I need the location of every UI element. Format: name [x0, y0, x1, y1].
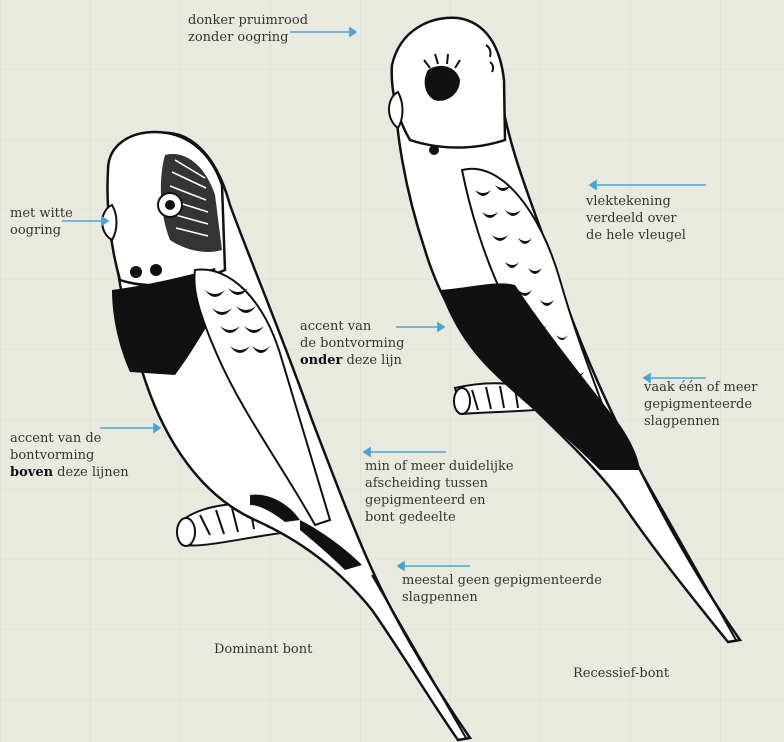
label-line: vlektekening	[586, 193, 686, 210]
label-spots: vlektekening verdeeld over de hele vleug…	[586, 193, 686, 244]
label-line: afscheiding tussen	[365, 475, 514, 492]
label-line: onder deze lijn	[300, 352, 404, 369]
recessive-beak	[389, 92, 403, 128]
label-head-color: donker pruimrood zonder oogring	[188, 12, 308, 46]
label-line: accent van	[300, 318, 404, 335]
caption-dominant-pied: Dominant bont	[214, 642, 312, 657]
label-line: vaak één of meer	[644, 379, 757, 396]
caption-recessive-pied: Recessief-bont	[573, 666, 669, 681]
label-emphasis: onder	[300, 353, 342, 368]
recessive-throat-spot	[429, 145, 439, 155]
label-rest: deze lijnen	[53, 465, 129, 480]
label-line: gepigmenteerde	[644, 396, 757, 413]
label-line: accent van de	[10, 430, 129, 447]
label-line: de bontvorming	[300, 335, 404, 352]
label-line: bontvorming	[10, 447, 129, 464]
label-line: slagpennen	[402, 589, 602, 606]
recessive-perch-end	[454, 388, 470, 414]
label-emphasis: boven	[10, 465, 53, 480]
dominant-throat-spot	[130, 266, 142, 278]
label-accent-above: accent van de bontvorming boven deze lij…	[10, 430, 129, 481]
label-line: de hele vleugel	[586, 227, 686, 244]
label-line: bont gedeelte	[365, 509, 514, 526]
label-separation: min of meer duidelijke afscheiding tusse…	[365, 458, 514, 526]
label-line: slagpennen	[644, 413, 757, 430]
label-eye-ring: met witte oogring	[10, 205, 73, 239]
label-line: meestal geen gepigmenteerde	[402, 572, 602, 589]
label-accent-under: accent van de bontvorming onder deze lij…	[300, 318, 404, 369]
label-line: gepigmenteerd en	[365, 492, 514, 509]
dominant-throat-spot	[150, 264, 162, 276]
label-flight-pigmented: vaak één of meer gepigmenteerde slagpenn…	[644, 379, 757, 430]
label-line: min of meer duidelijke	[365, 458, 514, 475]
label-line: verdeeld over	[586, 210, 686, 227]
recessive-pied-budgie	[389, 18, 740, 642]
label-line: donker pruimrood	[188, 12, 308, 29]
label-line: boven deze lijnen	[10, 464, 129, 481]
dominant-perch-end	[177, 518, 195, 546]
label-no-pigmented: meestal geen gepigmenteerde slagpennen	[402, 572, 602, 606]
label-line: zonder oogring	[188, 29, 308, 46]
label-line: oogring	[10, 222, 73, 239]
label-rest: deze lijn	[342, 353, 402, 368]
label-line: met witte	[10, 205, 73, 222]
